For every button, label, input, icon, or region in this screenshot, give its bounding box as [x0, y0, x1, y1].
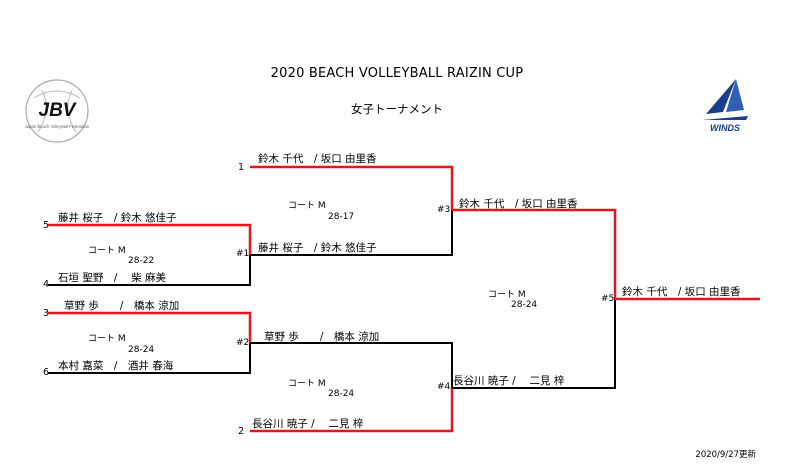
line-m2-winner [250, 342, 453, 388]
line-seed6 [48, 343, 251, 374]
match3-score: 28-17 [328, 212, 355, 222]
winds-logo-graphic: WINDS [702, 79, 748, 133]
updated-date: 2020/9/27更新 [695, 450, 756, 460]
match2-score: 28-24 [128, 345, 155, 355]
line-m3-winner [452, 208, 617, 299]
seed-number-4: 4 [43, 279, 50, 290]
jbv-logo-ring-text: Japan Beach Volleyball Federation [25, 124, 90, 129]
team-seed4: 石垣 聖野 / 柴 麻美 [58, 272, 167, 284]
match3-winner: 鈴木 千代 / 坂口 由里香 [459, 198, 578, 210]
line-seed5 [48, 223, 252, 255]
team-seed5: 藤井 桜子 / 鈴木 悠佳子 [58, 212, 177, 224]
match1-score: 28-22 [128, 256, 155, 266]
match4-label: #4 [437, 382, 451, 392]
jbv-logo-text: JBV [39, 100, 77, 121]
match3-court: コート M [288, 201, 326, 211]
page-title: 2020 BEACH VOLLEYBALL RAIZIN CUP [270, 66, 524, 81]
jbv-logo-graphic: JBV Japan Beach Volleyball Federation [25, 79, 90, 143]
team-seed1: 鈴木 千代 / 坂口 由里香 [258, 153, 377, 165]
champion-team: 鈴木 千代 / 坂口 由里香 [622, 286, 741, 298]
match2-label: #2 [236, 338, 250, 348]
team-seed3: 草野 歩 / 橋本 涼加 [64, 300, 180, 312]
line-m4-winner [452, 299, 616, 389]
seed-number-2: 2 [238, 426, 245, 437]
match5-score: 28-24 [511, 300, 538, 310]
winds-logo-text: WINDS [710, 123, 740, 133]
page-subtitle: 女子トーナメント [351, 102, 443, 116]
match5-label: #5 [601, 294, 615, 304]
team-seed2: 長谷川 暁子 / 二見 梓 [252, 418, 364, 430]
match4-winner: 長谷川 暁子 / 二見 梓 [453, 375, 565, 387]
match2-winner: 草野 歩 / 橋本 涼加 [264, 331, 380, 343]
seed-number-6: 6 [43, 367, 50, 378]
line-m1-winner [250, 210, 453, 256]
line-seed2 [250, 388, 454, 433]
seed-number-3: 3 [43, 308, 50, 319]
line-seed3 [48, 311, 252, 343]
match4-court: コート M [288, 379, 326, 389]
jbv-logo: JBV Japan Beach Volleyball Federation [22, 76, 92, 146]
match1-label: #1 [236, 249, 250, 259]
match3-label: #3 [437, 205, 451, 215]
line-seed4 [48, 255, 251, 286]
match2-court: コート M [88, 334, 126, 344]
match4-score: 28-24 [328, 389, 355, 399]
match5-court: コート M [488, 290, 526, 300]
seed-number-1: 1 [238, 162, 245, 173]
team-seed6: 本村 嘉菜 / 酒井 春海 [58, 360, 174, 372]
line-seed1 [250, 165, 454, 210]
match1-winner: 藤井 桜子 / 鈴木 悠佳子 [258, 242, 377, 254]
seed-number-5: 5 [43, 220, 50, 231]
winds-logo: WINDS [696, 76, 756, 136]
match1-court: コート M [88, 246, 126, 256]
